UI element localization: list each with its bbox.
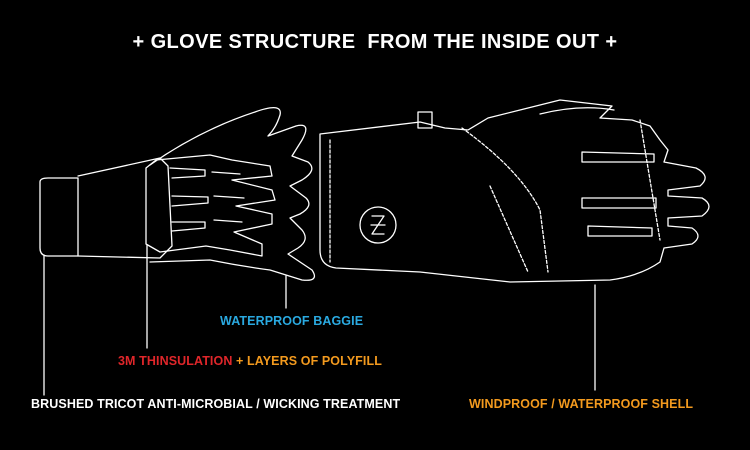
label-shell-text: WINDPROOF / WATERPROOF SHELL — [469, 397, 694, 411]
shell-thumb — [539, 107, 615, 115]
logo-mark — [370, 215, 386, 235]
shell-layer — [319, 99, 710, 283]
label-shell: WINDPROOF / WATERPROOF SHELL — [469, 397, 693, 411]
shell-finger-3 — [587, 225, 653, 237]
label-insulation-join: + — [232, 354, 248, 368]
liner-cuff — [39, 177, 79, 257]
insulation-inner-fingers — [211, 171, 245, 223]
insulation-layer — [145, 154, 276, 257]
baggie-layer — [149, 107, 316, 281]
label-liner: BRUSHED TRICOT ANTI-MICROBIAL / WICKING … — [31, 397, 400, 411]
label-insulation-a: 3M THINSULATION — [118, 354, 233, 368]
label-baggie-text: WATERPROOF BAGGIE — [220, 314, 364, 328]
insulation-outline — [145, 154, 276, 257]
label-waterproof-baggie: WATERPROOF BAGGIE — [220, 314, 363, 328]
shell-pull-tab — [417, 111, 433, 129]
liner-outline — [77, 157, 173, 259]
label-liner-text: BRUSHED TRICOT ANTI-MICROBIAL / WICKING … — [31, 397, 401, 411]
label-insulation: 3M THINSULATION + LAYERS OF POLYFILL — [118, 354, 382, 368]
shell-stitch-knuckles — [639, 119, 661, 241]
label-insulation-b: LAYERS OF POLYFILL — [247, 354, 382, 368]
shell-finger-1 — [581, 151, 655, 163]
shell-finger-2 — [581, 197, 657, 209]
shell-cuff — [319, 99, 710, 283]
brand-logo — [359, 206, 397, 244]
diagram-title: + GLOVE STRUCTURE FROM THE INSIDE OUT + — [132, 31, 618, 53]
liner-fingers — [169, 167, 209, 232]
logo-ring — [359, 206, 397, 244]
shell-stitch-palm — [489, 185, 529, 273]
baggie-outline — [149, 107, 316, 281]
shell-stitch-main — [461, 127, 549, 273]
liner-layer — [39, 157, 209, 259]
